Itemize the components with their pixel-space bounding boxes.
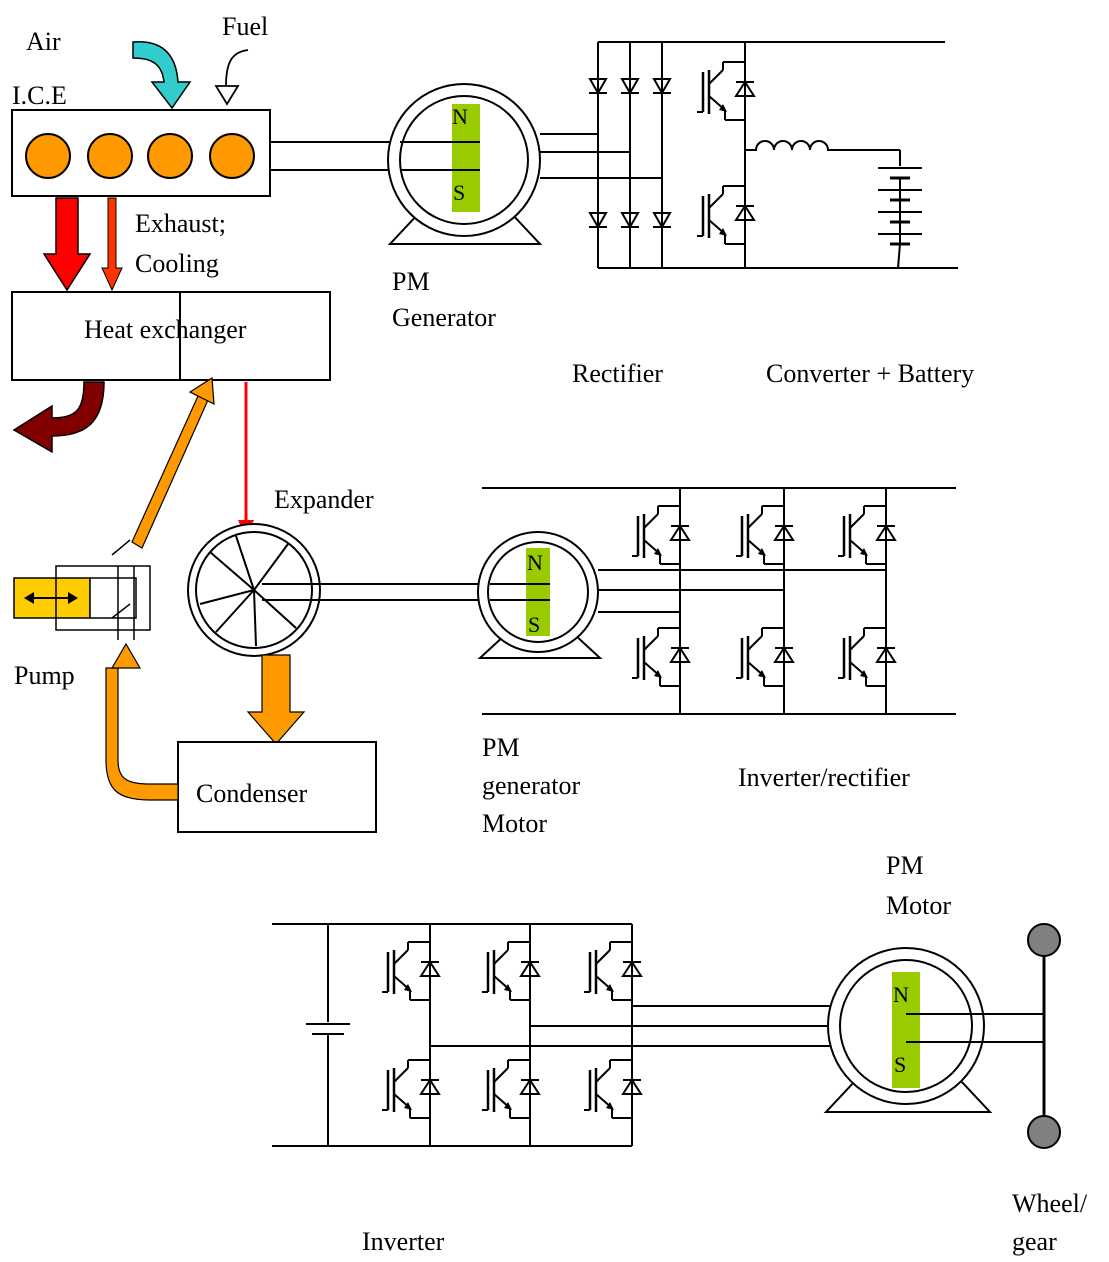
- label-converter-battery: Converter + Battery: [766, 359, 974, 388]
- cylinder-icon: [87, 133, 133, 179]
- label-pm-generator-2: Generator: [392, 303, 496, 332]
- label-pm-genmotor-3: Motor: [482, 809, 547, 838]
- battery-icon: [878, 167, 922, 269]
- label-air: Air: [26, 27, 61, 56]
- label-pm-generator-1: PM: [392, 267, 430, 296]
- label-wheel-2: gear: [1012, 1227, 1057, 1256]
- label-heat-exchanger: Heat exchanger: [84, 315, 247, 344]
- label-pump: Pump: [14, 661, 75, 690]
- cylinder-icon: [25, 133, 71, 179]
- label-pm-genmotor-1: PM: [482, 733, 520, 762]
- heat-exchanger: [11, 291, 331, 381]
- fuel-arrow-icon: [214, 49, 249, 106]
- air-arrow-icon: [132, 41, 192, 110]
- label-pm-motor-2: Motor: [886, 891, 951, 920]
- pole-s-mid: S: [528, 612, 540, 637]
- label-fuel: Fuel: [222, 12, 268, 41]
- label-condenser: Condenser: [196, 779, 308, 808]
- ice-engine: [11, 109, 271, 197]
- label-inverter-rectifier: Inverter/rectifier: [738, 763, 910, 792]
- condenser: [177, 741, 377, 833]
- inductor-icon: [745, 140, 900, 151]
- capacitor-icon: [306, 1023, 350, 1035]
- pump: [13, 539, 151, 640]
- turbine-icon: [187, 523, 321, 657]
- cylinder-icon: [147, 133, 193, 179]
- converter: [695, 42, 922, 269]
- pole-n-mid: N: [527, 550, 543, 575]
- exhaust-out-arrow-icon: [12, 381, 105, 454]
- cooling-arrow-icon: [101, 197, 123, 292]
- label-expander: Expander: [274, 485, 374, 514]
- exhaust-arrow-icon: [42, 197, 92, 292]
- pole-s-top: S: [453, 180, 465, 205]
- pm-motor-icon: [823, 947, 1044, 1113]
- label-wheel-1: Wheel/: [1012, 1189, 1088, 1218]
- label-rectifier: Rectifier: [572, 359, 663, 388]
- inverter: [272, 923, 830, 1147]
- label-cooling: Cooling: [135, 249, 219, 278]
- cylinder-icon: [209, 133, 255, 179]
- label-pm-motor-1: PM: [886, 851, 924, 880]
- label-inverter: Inverter: [362, 1227, 445, 1256]
- wheel-icon: [1027, 923, 1061, 1149]
- pm-generator-icon: [387, 83, 543, 245]
- label-ice: I.C.E: [12, 81, 67, 110]
- label-exhaust: Exhaust;: [135, 209, 226, 238]
- pm-generator-motor-icon: [477, 531, 603, 659]
- inverter-rectifier: [482, 487, 956, 715]
- pole-s-bottom: S: [894, 1052, 906, 1077]
- label-pm-genmotor-2: generator: [482, 771, 581, 800]
- pole-n-top: N: [452, 104, 468, 129]
- pole-n-bottom: N: [893, 982, 909, 1007]
